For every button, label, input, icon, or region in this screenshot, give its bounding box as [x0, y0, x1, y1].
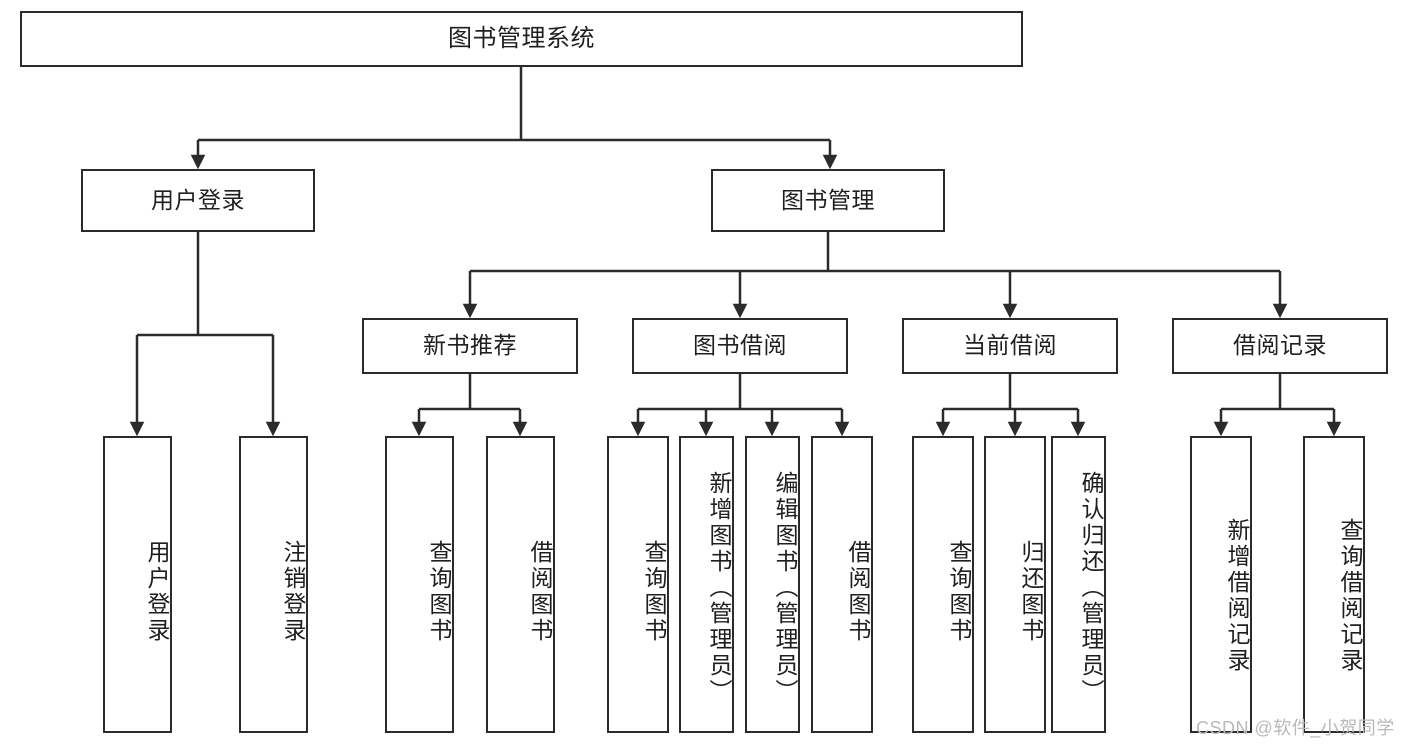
node-new-book-recommend[interactable]: 新书推荐 — [362, 318, 578, 374]
node-user-login[interactable]: 用户登录 — [81, 169, 315, 232]
node-label: 用户登录 — [151, 186, 245, 213]
node-leaf-query-borrow-record[interactable]: 查询借阅记录 — [1303, 436, 1365, 733]
node-label: 用户登录 — [144, 539, 170, 644]
node-book-borrow[interactable]: 图书借阅 — [632, 318, 848, 374]
node-label: 当前借阅 — [963, 332, 1057, 359]
node-current-borrow[interactable]: 当前借阅 — [902, 318, 1118, 374]
node-label: 查询图书 — [641, 539, 667, 644]
node-leaf-query-book-current[interactable]: 查询图书 — [912, 436, 974, 733]
node-leaf-query-book-borrow[interactable]: 查询图书 — [607, 436, 669, 733]
node-label: 归还图书 — [1018, 539, 1044, 644]
node-book-manage[interactable]: 图书管理 — [711, 169, 945, 232]
node-label: 图书借阅 — [693, 332, 787, 359]
node-label: 新增借阅记录 — [1224, 517, 1250, 674]
node-leaf-confirm-return-admin[interactable]: 确认归还（管理员） — [1051, 436, 1106, 733]
node-label: 查询图书 — [946, 539, 972, 644]
node-label: 注销登录 — [280, 539, 306, 644]
node-leaf-borrow-book[interactable]: 借阅图书 — [811, 436, 873, 733]
node-root-system[interactable]: 图书管理系统 — [20, 11, 1023, 67]
node-leaf-borrow-book-recommend[interactable]: 借阅图书 — [486, 436, 555, 733]
node-label: 新书推荐 — [423, 332, 517, 359]
node-label: 新增图书（管理员） — [706, 470, 732, 705]
csdn-watermark: CSDN @软件_小贺同学 — [1196, 718, 1395, 738]
node-label: 图书管理系统 — [448, 24, 595, 52]
node-leaf-add-borrow-record[interactable]: 新增借阅记录 — [1190, 436, 1252, 733]
node-label: 查询图书 — [426, 539, 452, 644]
node-label: 借阅图书 — [845, 539, 871, 644]
node-label: 借阅图书 — [527, 539, 553, 644]
node-leaf-edit-book-admin[interactable]: 编辑图书（管理员） — [745, 436, 800, 733]
node-label: 查询借阅记录 — [1337, 517, 1363, 674]
node-leaf-return-book[interactable]: 归还图书 — [984, 436, 1046, 733]
node-label: 确认归还（管理员） — [1078, 470, 1104, 705]
node-label: 编辑图书（管理员） — [772, 470, 798, 705]
node-leaf-logout-login[interactable]: 注销登录 — [239, 436, 308, 733]
node-label: 图书管理 — [781, 186, 875, 213]
node-leaf-user-login[interactable]: 用户登录 — [103, 436, 172, 733]
node-leaf-query-book-recommend[interactable]: 查询图书 — [385, 436, 454, 733]
node-borrow-record[interactable]: 借阅记录 — [1172, 318, 1388, 374]
node-leaf-add-book-admin[interactable]: 新增图书（管理员） — [679, 436, 734, 733]
node-label: 借阅记录 — [1233, 332, 1327, 359]
